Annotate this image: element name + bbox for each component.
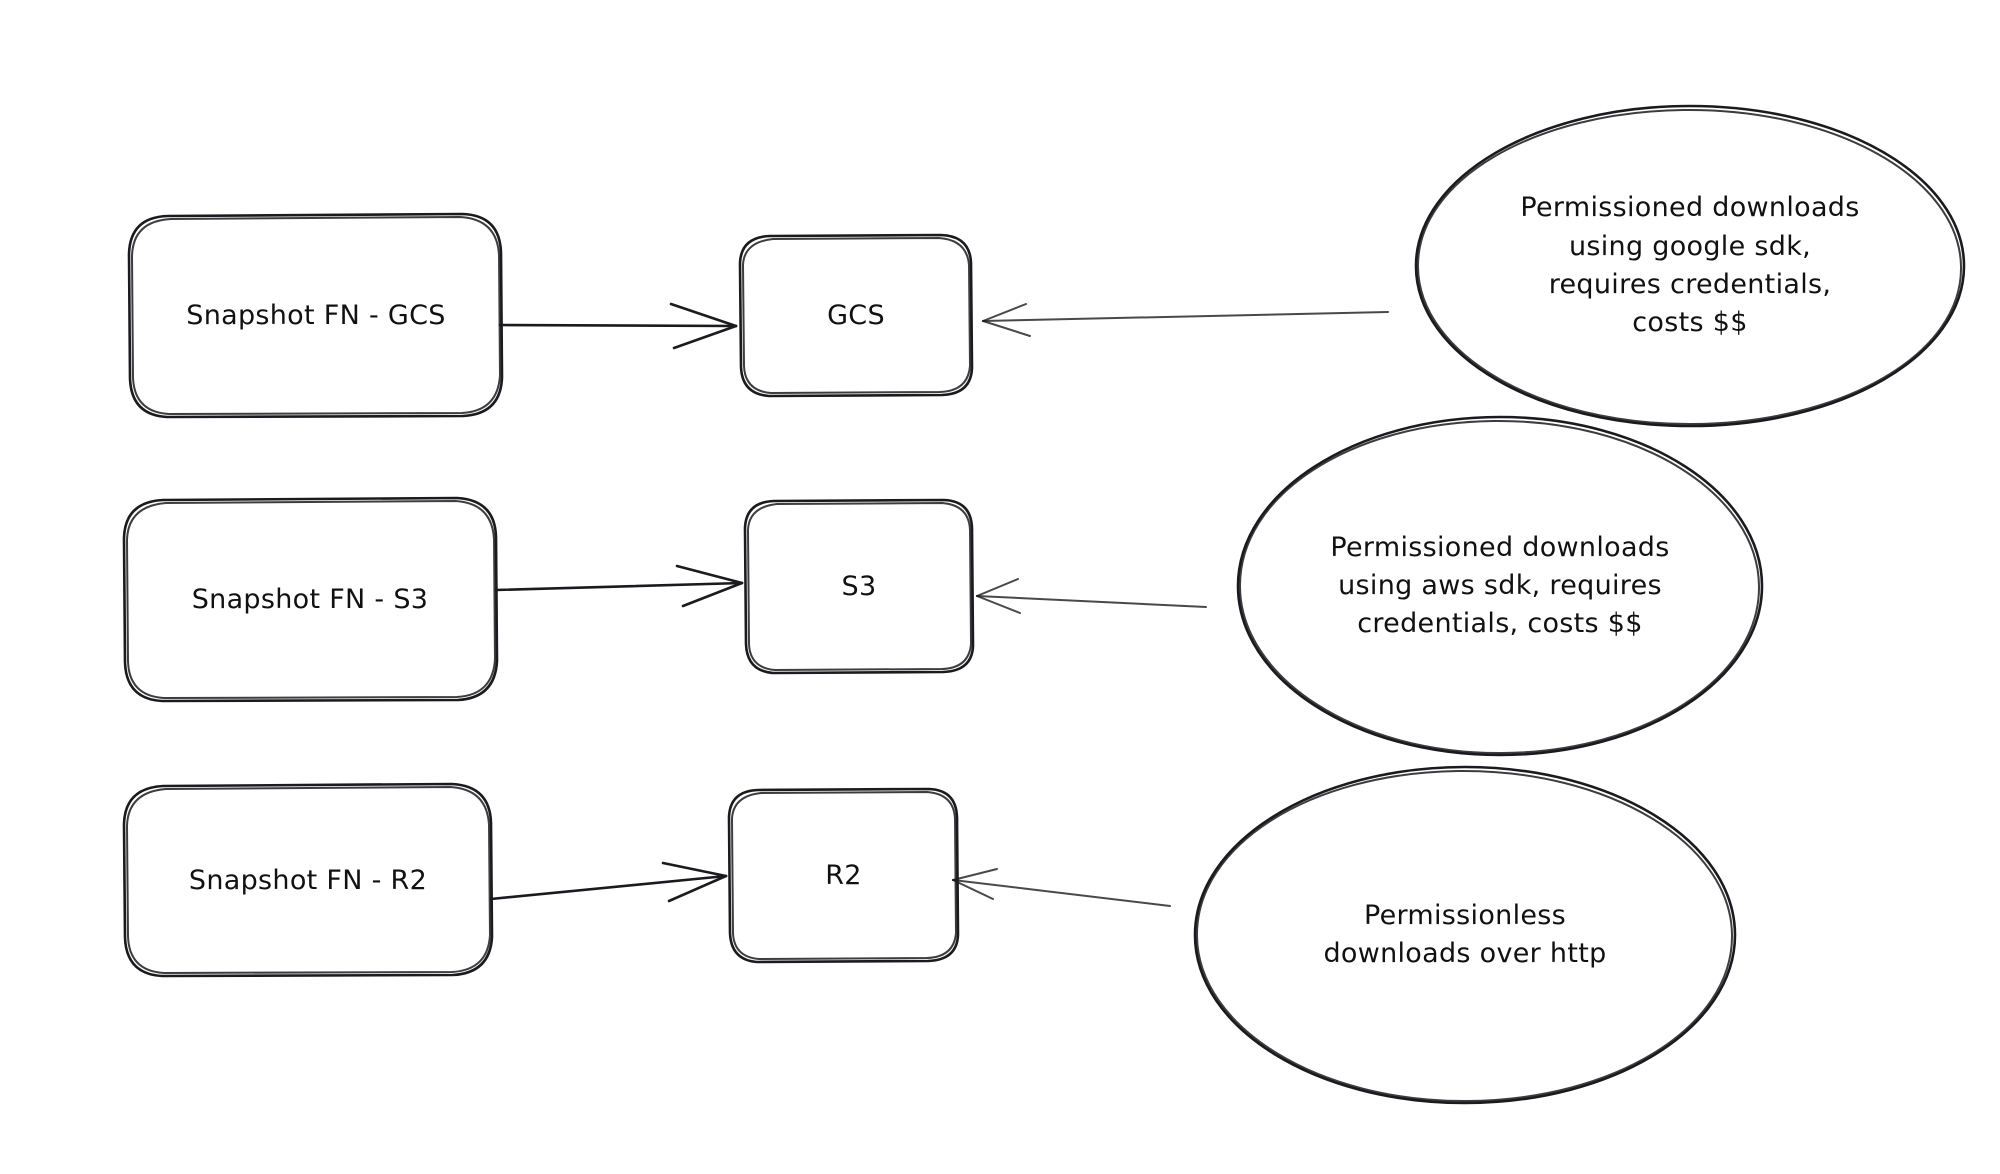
node-snapshot-fn-gcs[interactable] xyxy=(127,212,504,419)
node-store-gcs[interactable] xyxy=(738,233,974,398)
edge-download-s3[interactable] xyxy=(976,578,1207,614)
edge-upload-r2[interactable] xyxy=(489,861,728,903)
node-store-r2[interactable] xyxy=(727,787,960,964)
edge-download-r2[interactable] xyxy=(952,868,1171,907)
note-ellipse-r2[interactable] xyxy=(1193,765,1737,1105)
edge-download-gcs[interactable] xyxy=(982,303,1389,337)
edge-upload-s3[interactable] xyxy=(494,564,744,608)
note-ellipse-s3[interactable] xyxy=(1236,415,1764,757)
node-snapshot-fn-r2[interactable] xyxy=(122,782,494,978)
edge-upload-gcs[interactable] xyxy=(498,302,738,350)
node-store-s3[interactable] xyxy=(743,498,975,675)
note-ellipse-gcs[interactable] xyxy=(1414,104,1966,428)
node-snapshot-fn-s3[interactable] xyxy=(122,496,499,703)
